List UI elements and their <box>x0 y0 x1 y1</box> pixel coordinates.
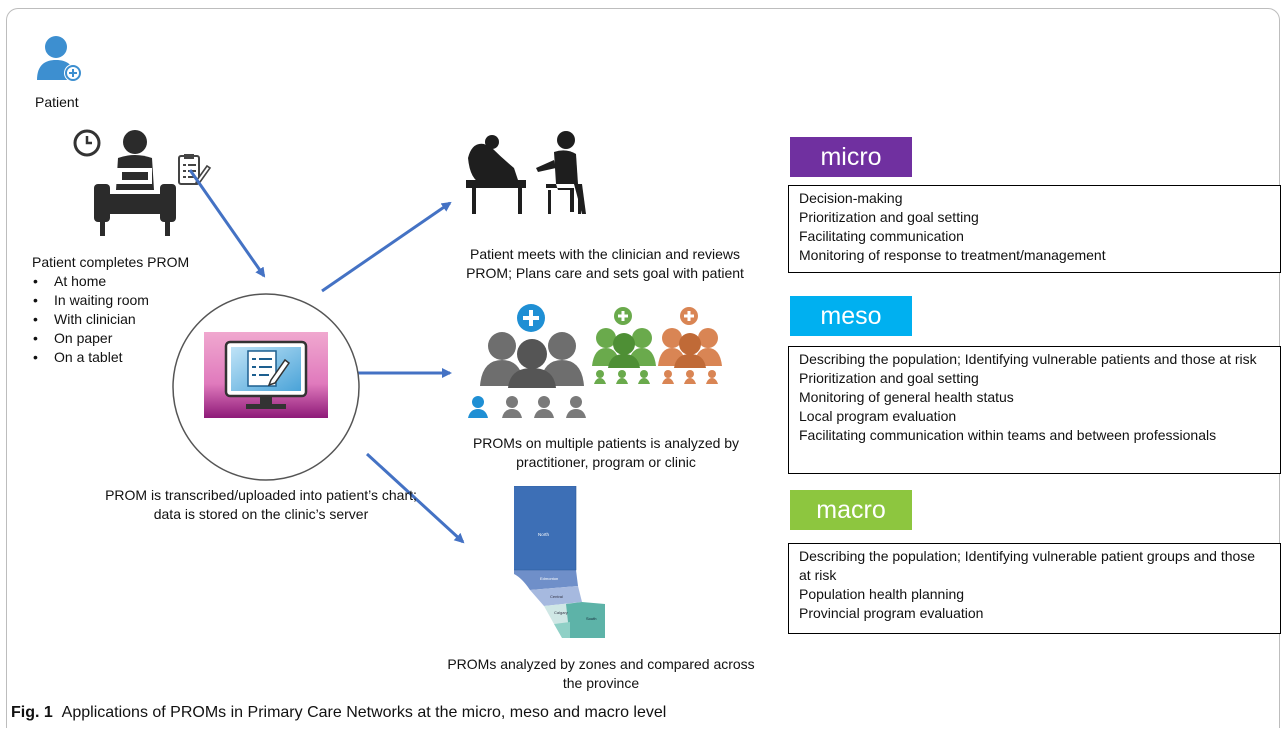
list-item: Facilitating communication <box>799 228 964 244</box>
macro-level-tag: macro <box>790 490 912 530</box>
patient-groups-icon <box>468 304 722 418</box>
patient-label: Patient <box>35 94 79 110</box>
meso-flow-text: PROMs on multiple patients is analyzed b… <box>472 435 740 470</box>
province-zones-map: North Edmonton Central Calgary South <box>514 486 605 638</box>
figure-caption: Fig. 1 Applications of PROMs in Primary … <box>11 703 666 723</box>
hub-circle <box>172 293 360 481</box>
figure-number: Fig. 1 <box>11 704 53 721</box>
list-item: With clinician <box>32 310 149 329</box>
micro-level-box: Decision-making Prioritization and goal … <box>788 185 1281 273</box>
caption-text: Applications of PROMs in Primary Care Ne… <box>61 704 667 721</box>
computer-form-icon <box>204 332 328 418</box>
map-label-edmonton: Edmonton <box>540 576 558 581</box>
arrow-hub-to-macro <box>365 452 465 544</box>
list-item: Monitoring of response to treatment/mana… <box>799 247 1106 263</box>
arrow-patient-to-hub <box>188 169 266 278</box>
macro-flow-text: PROMs analyzed by zones and compared acr… <box>447 656 755 691</box>
list-item: Provincial program evaluation <box>799 605 984 621</box>
list-item: Prioritization and goal setting <box>799 209 979 225</box>
list-item: On paper <box>32 329 149 348</box>
meso-level-tag: meso <box>790 296 912 336</box>
micro-level-tag: micro <box>790 137 912 177</box>
map-label-north: North <box>538 532 550 537</box>
prom-settings-list: At home In waiting room With clinician O… <box>32 272 149 367</box>
list-item: Facilitating communication within teams … <box>799 427 1217 443</box>
seated-patient-icon <box>94 130 176 236</box>
patient-add-icon <box>37 36 82 82</box>
list-item: Prioritization and goal setting <box>799 370 979 386</box>
map-label-south: South <box>586 616 596 621</box>
list-item: Decision-making <box>799 190 903 206</box>
clock-icon <box>73 129 101 157</box>
hub-description: PROM is transcribed/uploaded into patien… <box>105 487 417 522</box>
patient-completes-title: Patient completes PROM <box>32 254 190 270</box>
macro-level-box: Describing the population; Identifying v… <box>788 543 1281 634</box>
list-item: In waiting room <box>32 291 149 310</box>
clinician-meeting-icon <box>466 131 586 214</box>
list-item: On a tablet <box>32 348 149 367</box>
list-item: At home <box>32 272 149 291</box>
map-label-central: Central <box>550 594 563 599</box>
list-item: Monitoring of general health status <box>799 389 1014 405</box>
list-item: Describing the population; Identifying v… <box>799 351 1257 367</box>
meso-level-box: Describing the population; Identifying v… <box>788 346 1281 474</box>
list-item: Local program evaluation <box>799 408 957 424</box>
list-item: Population health planning <box>799 586 965 602</box>
micro-flow-text: Patient meets with the clinician and rev… <box>466 246 744 281</box>
arrow-hub-to-micro <box>321 201 452 293</box>
list-item: Describing the population; Identifying v… <box>799 548 1256 583</box>
map-label-calgary: Calgary <box>554 610 568 615</box>
